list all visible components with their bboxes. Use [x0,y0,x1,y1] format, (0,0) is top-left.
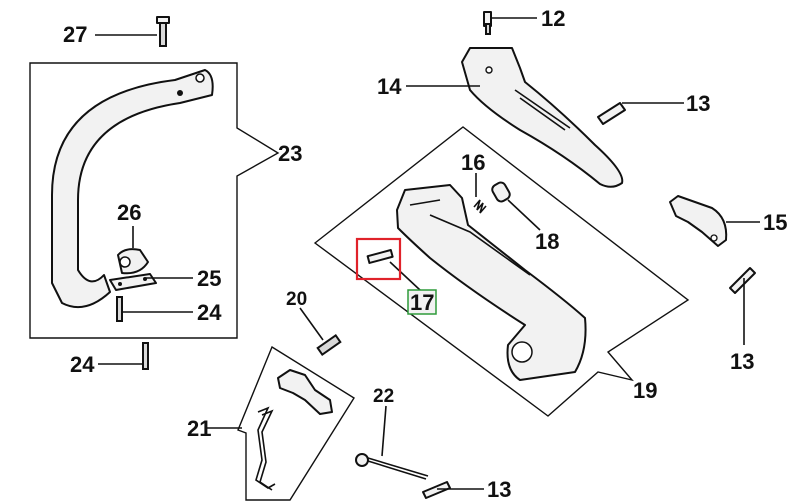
screw-part-24a [116,296,123,322]
spring-part-16 [473,199,487,214]
callout-18: 18 [535,229,559,254]
screw-part-12 [483,11,492,35]
screw-part-13c [422,481,451,499]
screw-part-27 [156,16,170,47]
callout-21: 21 [187,416,211,441]
pin-part-17 [366,248,394,264]
top-handle-part-14 [461,47,624,188]
callout-24-upper: 24 [197,300,222,325]
screw-part-13a [597,102,626,125]
screw-part-24b [142,342,149,370]
callout-13-bottom: 13 [487,477,511,501]
group-outline-19 [313,126,690,417]
callout-13-right: 13 [730,349,754,374]
group-outline-21 [237,345,355,501]
leader-lines [95,17,760,490]
callout-24-lower: 24 [70,352,95,377]
callout-13-top: 13 [686,91,710,116]
callout-19: 19 [633,378,657,403]
highlight-box-part-17 [355,237,402,281]
callout-26: 26 [117,200,141,225]
label-box-17 [407,289,437,315]
group-outline-23 [29,62,280,339]
main-handle-part-19 [396,184,587,381]
callout-12: 12 [541,6,565,31]
callout-17: 17 [410,290,434,315]
callout-27: 27 [63,22,87,47]
plate-part-25 [109,273,157,291]
callout-15: 15 [763,210,787,235]
handle-bar-part-23 [51,69,214,309]
throttle-lock-part-15 [669,195,728,247]
bracket-part-26 [117,248,149,275]
callout-14: 14 [377,74,402,99]
screw-part-13b [729,267,756,294]
pin-part-20 [316,334,342,356]
sleeve-part-18 [491,181,511,203]
callout-25: 25 [197,266,221,291]
throttle-trigger-part-21 [255,369,333,491]
callout-16: 16 [461,150,485,175]
callout-20: 20 [286,289,307,310]
cable-part-22 [355,453,429,480]
callout-22: 22 [373,386,394,407]
callout-23: 23 [278,141,302,166]
